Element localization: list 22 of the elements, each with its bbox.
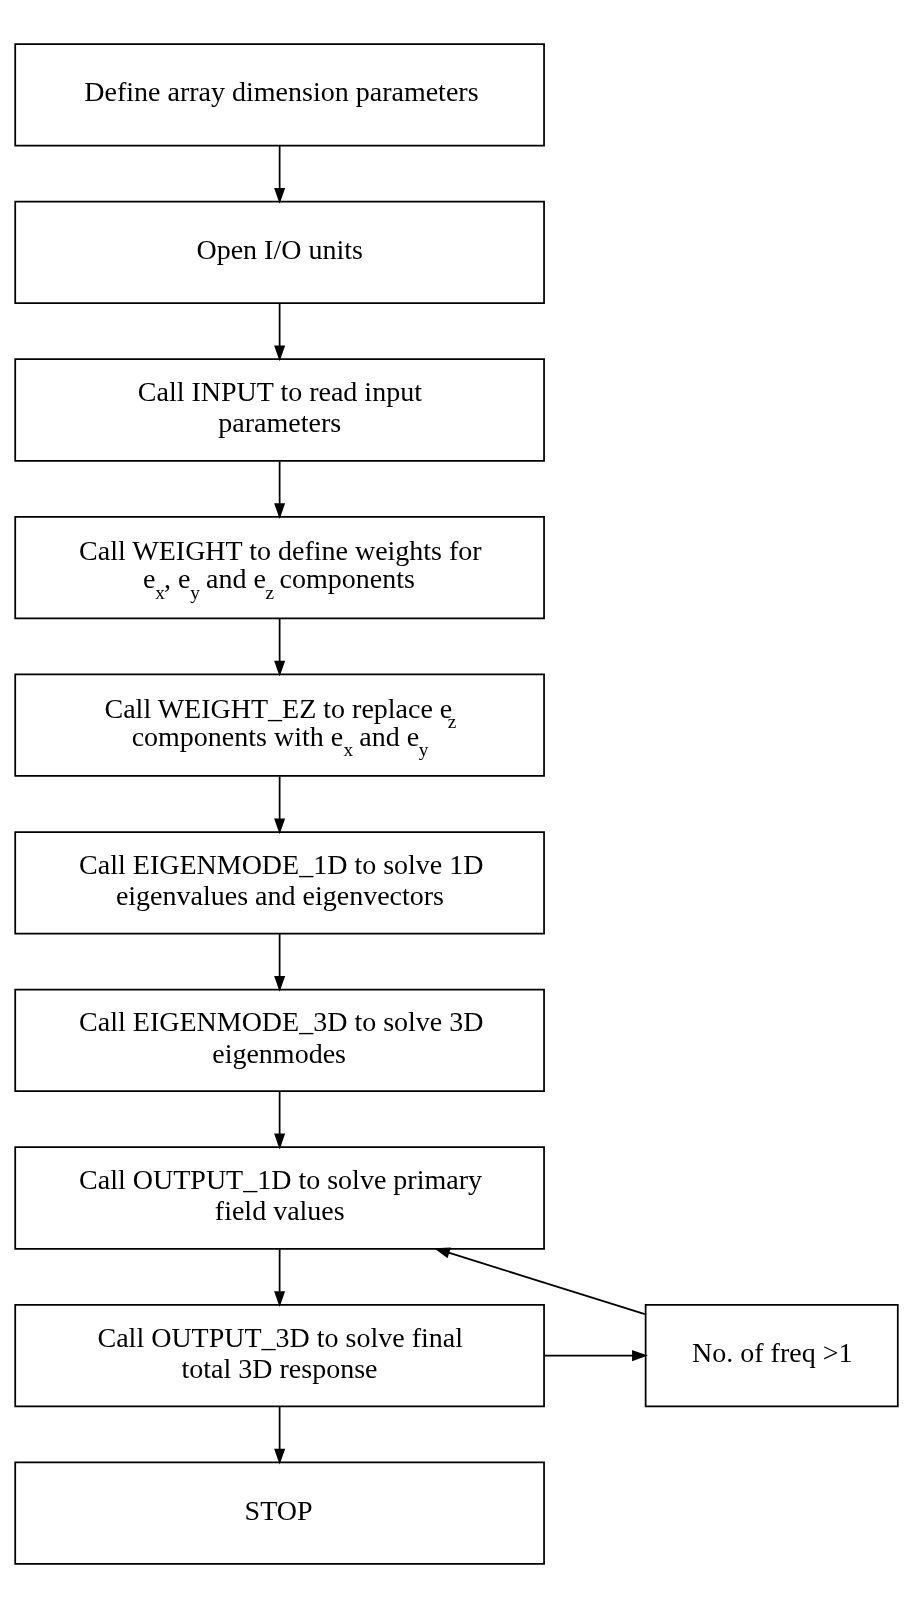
node-box: Call EIGENMODE_3D to solve 3D eigenmodes (14, 988, 545, 1092)
node-box: STOP (14, 1461, 545, 1565)
node-box: Define array dimension parameters (14, 42, 545, 146)
node-box: Open I/O units (14, 200, 545, 304)
arrow (434, 1247, 646, 1315)
arrow (274, 1248, 286, 1307)
node-box: Call EIGENMODE_1D to solve 1D eigenvalues and eigenvectors (14, 830, 545, 934)
arrow (274, 1405, 286, 1465)
node-box: Call OUTPUT_1D to solve primary field values (14, 1145, 545, 1250)
node-box: Call INPUT to read input parameters (14, 357, 545, 462)
arrow (274, 459, 286, 519)
arrow (543, 1349, 648, 1361)
arrow (274, 932, 286, 992)
arrow (274, 617, 286, 677)
node-box: Call WEIGHT to define weights for e$_{x}$, e$_{y}$ and e$_{z}$ components (14, 515, 545, 619)
node-box: No. of freq >1 (644, 1303, 899, 1407)
arrow (274, 302, 286, 361)
node-box: Call OUTPUT_3D to solve final total 3D response (14, 1303, 545, 1407)
arrow (274, 144, 286, 204)
arrow (274, 775, 286, 834)
node-box: Call WEIGHT_EZ to replace e$_{z}$ components with e$_{x}$ and e$_{y}$ (14, 673, 545, 777)
arrow (274, 1090, 286, 1149)
